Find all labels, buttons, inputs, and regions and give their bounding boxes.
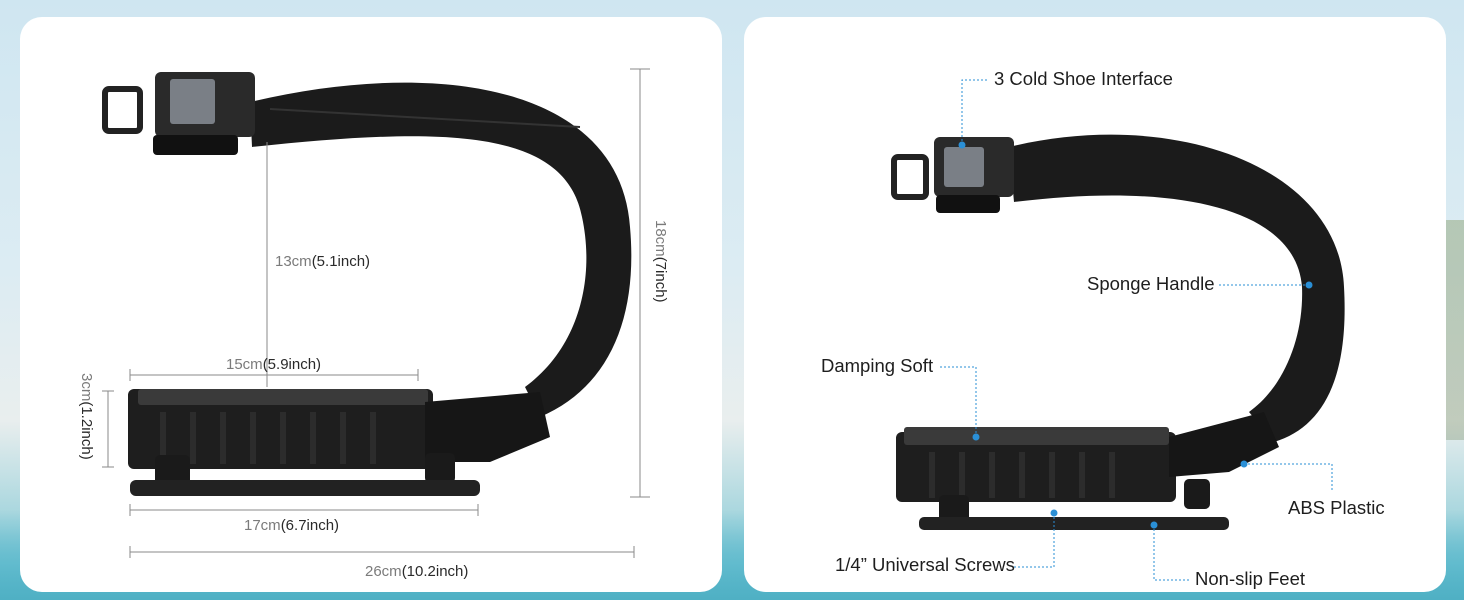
features-panel: 3 Cold Shoe Interface Sponge Handle Damp… (744, 17, 1446, 592)
total-length-inch: (10.2inch) (401, 563, 469, 580)
total-length-label: 26cm(10.2inch) (365, 563, 468, 580)
base-height-cm: 3cm (78, 373, 95, 402)
callout-dots (958, 141, 1313, 529)
product-image-right (891, 134, 1345, 530)
base-length-label: 17cm(6.7inch) (244, 517, 339, 534)
universal-screws-callout: 1/4” Universal Screws (835, 554, 1015, 575)
cold-shoe-callout: 3 Cold Shoe Interface (994, 68, 1173, 89)
damping-soft-callout: Damping Soft (821, 355, 934, 376)
non-slip-feet-callout: Non-slip Feet (1195, 568, 1306, 589)
dimensions-panel: 13cm(5.1inch) 15cm(5.9inch) 3cm(1.2inch)… (20, 17, 722, 592)
mount-height-inch: (5.1inch) (311, 253, 371, 270)
abs-plastic-callout: ABS Plastic (1288, 497, 1385, 518)
base-length-inch: (6.7inch) (280, 517, 340, 534)
total-height-cm: 18cm (652, 220, 669, 257)
features-drawing (891, 79, 1345, 581)
plate-length-inch: (5.9inch) (262, 356, 322, 373)
mount-height-cm: 13cm (275, 253, 312, 270)
base-length-cm: 17cm (244, 517, 281, 534)
plate-length-label: 15cm(5.9inch) (226, 356, 321, 373)
base-height-inch: (1.2inch) (78, 401, 95, 460)
base-height-label: 3cm(1.2inch) (78, 373, 95, 460)
product-image-left (102, 72, 632, 496)
dimension-lines (102, 68, 650, 558)
total-height-inch: (7inch) (652, 256, 669, 303)
sponge-handle-callout: Sponge Handle (1087, 273, 1215, 294)
plate-length-cm: 15cm (226, 356, 263, 373)
total-length-cm: 26cm (365, 563, 402, 580)
dimensions-drawing (102, 68, 650, 558)
total-height-label: 18cm(7inch) (652, 220, 669, 303)
mount-height-label: 13cm(5.1inch) (275, 253, 370, 270)
callout-lines (940, 79, 1333, 581)
